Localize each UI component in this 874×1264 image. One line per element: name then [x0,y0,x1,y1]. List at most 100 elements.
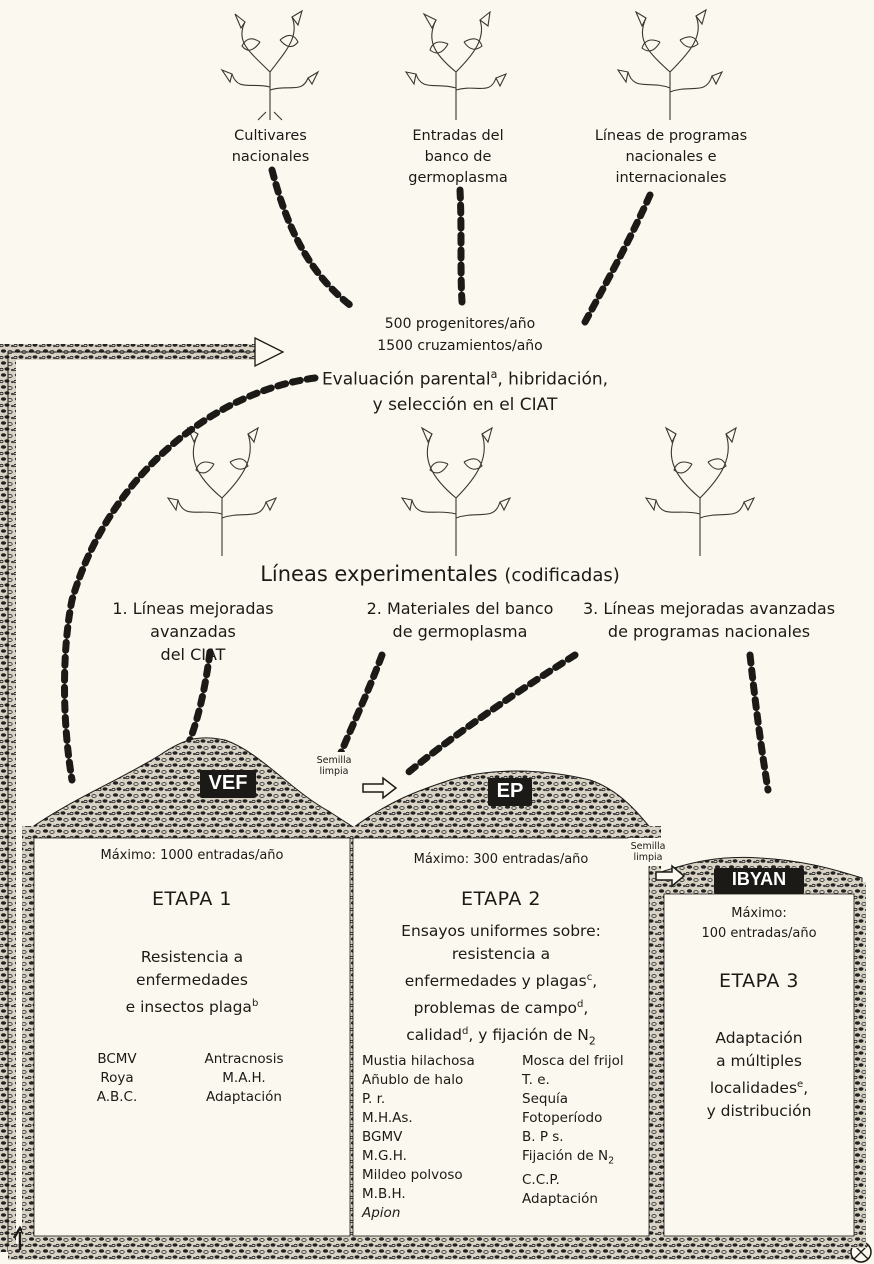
bean-chain-arc-open [63,377,316,781]
evaluation-text: Evaluación parental [321,369,491,390]
list-item: Roya [100,1070,134,1086]
stage1-desc-line2: enfermedades [136,971,248,989]
list-item: Antracnosis [204,1051,284,1067]
source-label-1: Cultivares nacionales [231,128,310,165]
stage2-description: Ensayos uniformes sobre: resistencia a e… [358,920,644,1053]
bean-chain-exp-3 [746,651,772,794]
list-item: Mosca del frijol [522,1053,624,1069]
experimental-line-3: 3. Líneas mejoradas avanzadas de program… [575,597,843,643]
stage2-footnote-c: c [586,972,593,983]
stage2-desc-line5a: calidad [406,1026,463,1045]
list-item: B. P s. [522,1129,564,1145]
stage3-max-line1: Máximo: [731,906,787,921]
stage2-title: ETAPA 2 [460,888,541,910]
stage2-footnote-d1: d [577,999,584,1011]
list-item: Mildeo polvoso [362,1167,463,1183]
experimental-line-1-number: 1. [112,599,128,618]
clean-seed-label-1: Semilla limpia [316,755,352,777]
list-item: M.B.H. [362,1186,406,1202]
bean-chain-source-2-open [459,189,463,303]
stage1-title: ETAPA 1 [151,888,232,910]
stage3-desc-line3: localidades [709,1079,798,1098]
stage3-desc-line1: Adaptación [715,1029,803,1047]
bean-plant-icons-middle [166,426,756,556]
stage2-n2-subscript: 2 [588,1034,596,1048]
plant-icon-1 [220,9,320,121]
source-germplasm-bank: Entradas del banco de germoplasma [408,126,508,189]
vef-label: VEF [208,772,248,794]
experimental-line-1: 1. Líneas mejoradas avanzadas del CIAT [68,597,318,666]
clean-seed-label-2: Semilla limpia [630,841,666,863]
list-item: Adaptación [522,1190,598,1207]
bean-chains [61,166,772,794]
list-item-text: Fijación de N [522,1148,609,1164]
progenitors-text: 500 progenitores/año [384,316,536,332]
stage1-list-right: Antracnosis M.A.H. Adaptación [184,1050,304,1107]
stage3-desc-line2: a múltiples [716,1052,802,1070]
experimental-line-2: 2. Materiales del banco de germoplasma [350,597,570,643]
crosses-text: 1500 cruzamientos/año [377,338,543,354]
stage3-max-line2: 100 entradas/año [701,926,817,941]
experimental-line-2-number: 2. [366,599,382,618]
stage1-list-left: BCMV Roya A.B.C. [62,1050,172,1107]
ep-label: EP [496,780,524,802]
stage2-desc-line2: resistencia a [451,945,551,963]
plant-icon-3 [616,8,724,120]
experimental-title-text: Líneas experimentales [260,562,498,586]
bean-plant-icons-top [220,8,724,121]
list-item: BGMV [362,1129,403,1145]
transfer-arrow-2 [655,864,686,888]
stage1-footnote: b [251,998,259,1009]
stage3-max: Máximo: 100 entradas/año [670,904,848,944]
list-item: P. r. [362,1091,386,1107]
list-item: C.C.P. [522,1171,560,1188]
source-national-cultivars: Cultivares nacionales [213,126,328,168]
stage2-desc-line3: enfermedades y plagas [404,972,587,991]
list-item: Adaptación [206,1089,282,1105]
clean-seed-1-bg [312,752,356,780]
list-item: BCMV [97,1051,137,1067]
stage2-list-left: Mustia hilachosa Añublo de halo P. r. M.… [362,1052,512,1223]
stage2-desc-line1: Ensayos uniformes sobre: [401,922,601,940]
stage3-title: ETAPA 3 [718,970,799,992]
bean-chain-exp-1 [184,648,214,749]
experimental-line-2-text2: de germoplasma [392,622,528,641]
stage1-desc-line3: e insectos plaga [125,998,252,1017]
list-item: Fijación de N2 [522,1147,646,1171]
evaluation-line2: y selección en el CIAT [372,394,558,415]
ibyan-label: IBYAN [731,869,787,889]
bean-chain-exp-2b [401,651,579,779]
n2-subscript: 2 [608,1155,615,1167]
experimental-lines-title: Líneas experimentales (codificadas) [230,562,650,586]
loop-arrowhead [254,336,285,368]
list-item: M.H.As. [362,1110,413,1126]
list-item: Sequía [522,1091,569,1107]
stage3-desc-line4: y distribución [706,1102,812,1121]
list-item: Fotoperíodo [522,1110,603,1126]
experimental-line-2-text: Materiales del banco [386,599,554,618]
source-label-3: Líneas de programas nacionales e interna… [594,128,748,186]
plant-icon-4 [166,426,278,556]
vef-label-bg [200,770,256,798]
list-item: Añublo de halo [362,1072,464,1088]
ibyan-label-bg [714,868,804,894]
experimental-line-3-text2: de programas nacionales [607,622,811,641]
feedback-loop [0,336,872,1263]
transfer-arrow-1 [362,776,398,800]
list-item: T. e. [522,1072,550,1088]
experimental-line-1-text: Líneas mejoradas avanzadas [132,599,274,641]
stage1-max: Máximo: 1000 entradas/año [100,848,284,863]
stage2-footnote-d2: d [462,1026,469,1038]
evaluation-text-end: , hibridación, [497,369,609,390]
experimental-title-paren: (codificadas) [504,565,620,586]
stage3-footnote: e [797,1079,804,1090]
bean-chain-exp-2 [334,651,386,764]
bean-chain-source-1-open [271,169,351,306]
ep-label-bg [488,778,532,806]
stage1-desc-line1: Resistencia a [140,948,244,966]
clean-seed-2-bg [628,838,668,866]
list-item: M.G.H. [362,1148,407,1164]
bean-chain-source-3 [581,191,654,326]
source-label-2: Entradas del banco de germoplasma [408,128,508,186]
